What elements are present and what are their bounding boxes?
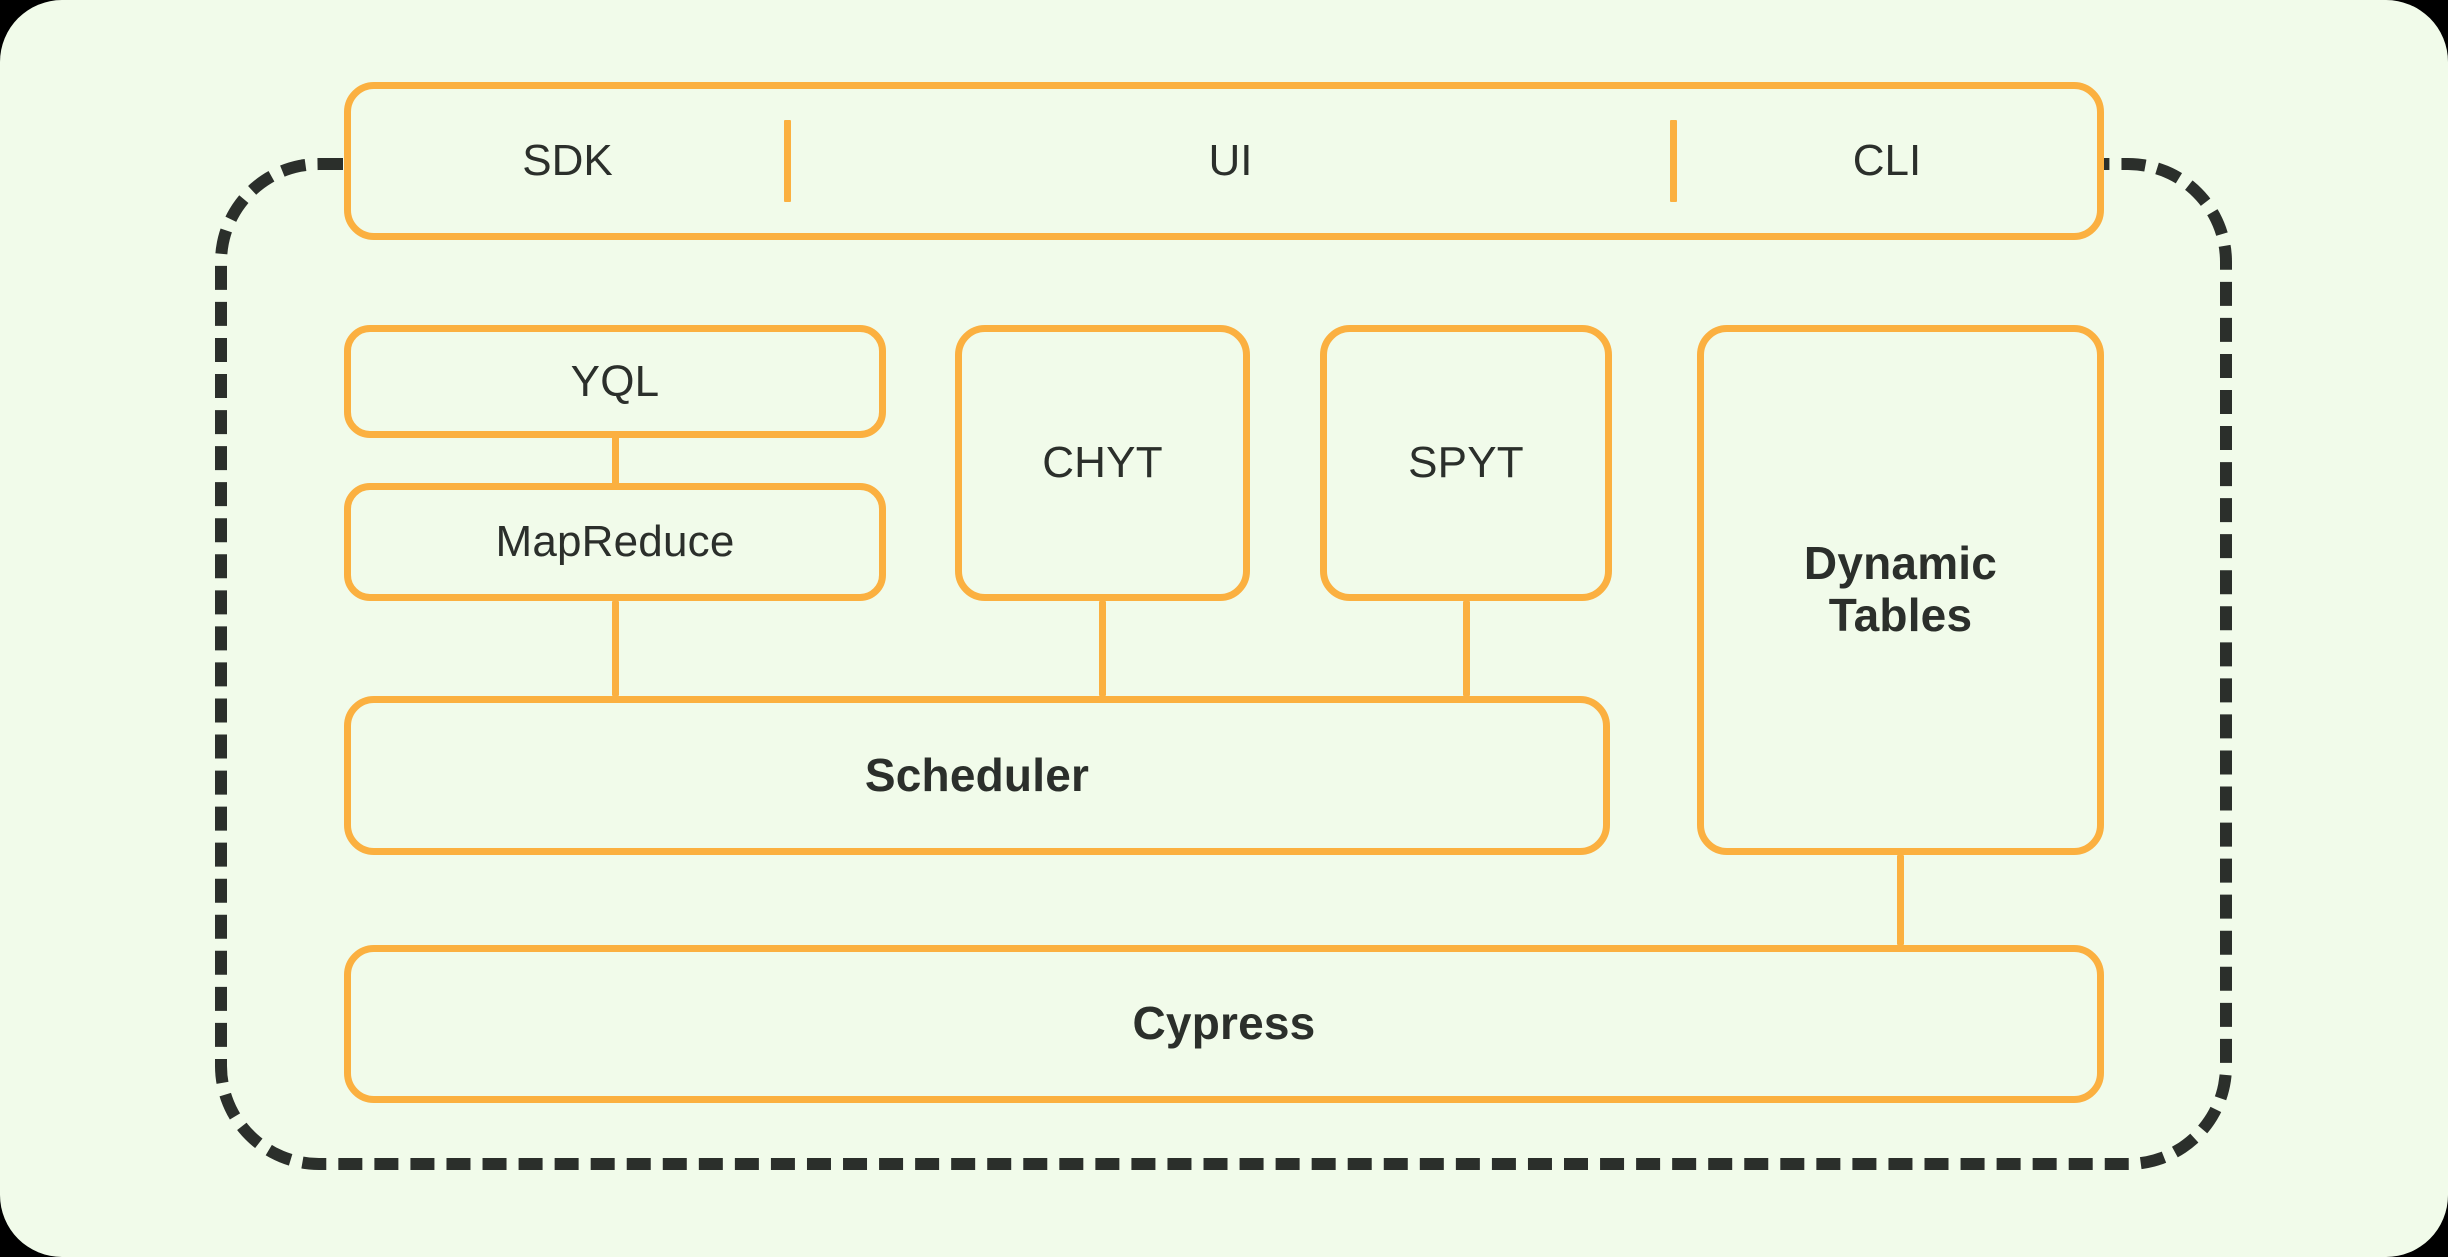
- node-chyt[interactable]: CHYT: [955, 325, 1250, 601]
- topbar-divider-left: [784, 120, 791, 202]
- connector-spyt-scheduler: [1463, 601, 1470, 696]
- node-dynamic-tables[interactable]: Dynamic Tables: [1697, 325, 2104, 855]
- node-dynamic-tables-label-line1: Dynamic: [1803, 537, 1998, 590]
- node-dynamic-tables-label-line2: Tables: [1828, 589, 1973, 641]
- node-yql-label: YQL: [570, 356, 660, 406]
- connector-yql-mapreduce: [612, 437, 619, 484]
- node-scheduler-label: Scheduler: [864, 748, 1090, 801]
- node-spyt[interactable]: SPYT: [1320, 325, 1612, 601]
- interface-label-cli[interactable]: CLI: [1852, 136, 1922, 185]
- node-cypress[interactable]: Cypress: [344, 945, 2104, 1103]
- node-dynamic-tables-label: Dynamic Tables: [1804, 538, 1997, 641]
- interface-label-ui[interactable]: UI: [1208, 136, 1253, 185]
- interface-label-sdk[interactable]: SDK: [522, 136, 613, 185]
- interfaces-bar: SDK UI CLI: [344, 82, 2104, 240]
- node-mapreduce-label: MapReduce: [495, 517, 735, 567]
- connector-chyt-scheduler: [1099, 601, 1106, 696]
- node-mapreduce[interactable]: MapReduce: [344, 483, 886, 601]
- node-cypress-label: Cypress: [1132, 997, 1316, 1050]
- node-spyt-label: SPYT: [1408, 438, 1524, 488]
- node-chyt-label: CHYT: [1042, 438, 1163, 488]
- connector-dynamic-tables-cypress: [1897, 855, 1904, 945]
- node-scheduler[interactable]: Scheduler: [344, 696, 1610, 855]
- node-yql[interactable]: YQL: [344, 325, 886, 438]
- topbar-divider-right: [1670, 120, 1677, 202]
- connector-mapreduce-scheduler: [612, 601, 619, 696]
